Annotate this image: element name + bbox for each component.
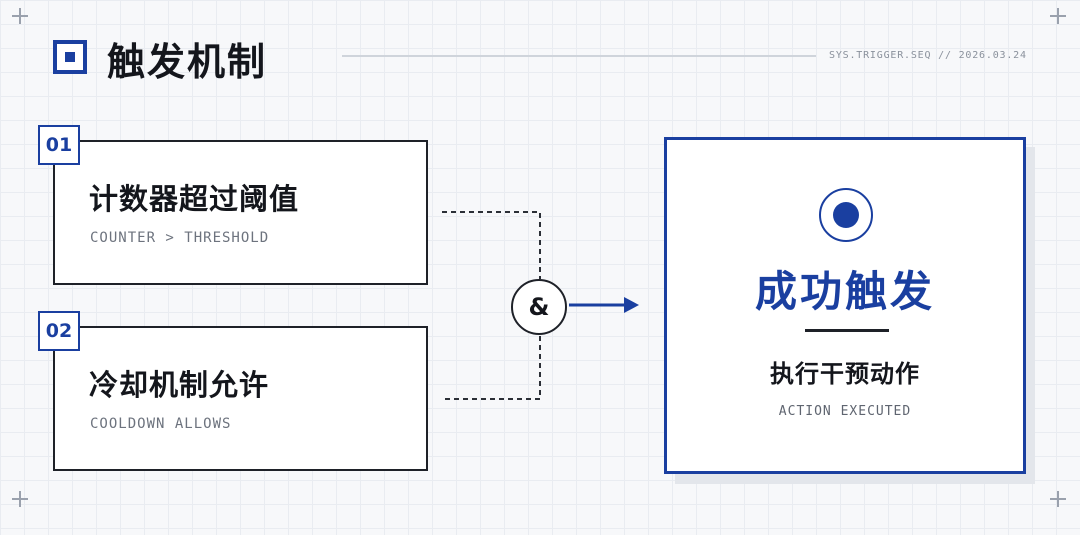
- condition-card-2: 02 冷却机制允许 COOLDOWN ALLOWS: [38, 311, 428, 471]
- result-subtitle-en: ACTION EXECUTED: [778, 404, 912, 419]
- square-target-icon: [53, 40, 87, 74]
- target-icon: [819, 188, 873, 242]
- and-operator-node: &: [511, 279, 567, 335]
- corner-mark-icon: [1050, 491, 1066, 507]
- corner-mark-icon: [12, 491, 28, 507]
- result-card: 成功触发 执行干预动作 ACTION EXECUTED: [664, 137, 1026, 474]
- system-id-label: SYS.TRIGGER.SEQ // 2026.03.24: [829, 50, 1027, 61]
- result-subtitle: 执行干预动作: [770, 360, 920, 388]
- page-title: 触发机制: [107, 40, 268, 84]
- condition-subtitle: COUNTER > THRESHOLD: [90, 230, 270, 246]
- condition-subtitle: COOLDOWN ALLOWS: [90, 416, 232, 432]
- result-divider: [805, 329, 889, 332]
- connector-line-bottom: [445, 335, 541, 400]
- connector-line-top: [442, 211, 541, 279]
- condition-title: 计数器超过阈值: [89, 182, 300, 216]
- condition-index-badge: 01: [38, 125, 80, 165]
- corner-mark-icon: [1050, 8, 1066, 24]
- header-divider: [342, 55, 816, 57]
- arrow-head: [624, 297, 639, 313]
- result-title: 成功触发: [754, 267, 935, 316]
- condition-index-badge: 02: [38, 311, 80, 351]
- corner-mark-icon: [12, 8, 28, 24]
- condition-title: 冷却机制允许: [89, 368, 270, 402]
- condition-card-1: 01 计数器超过阈值 COUNTER > THRESHOLD: [38, 125, 428, 285]
